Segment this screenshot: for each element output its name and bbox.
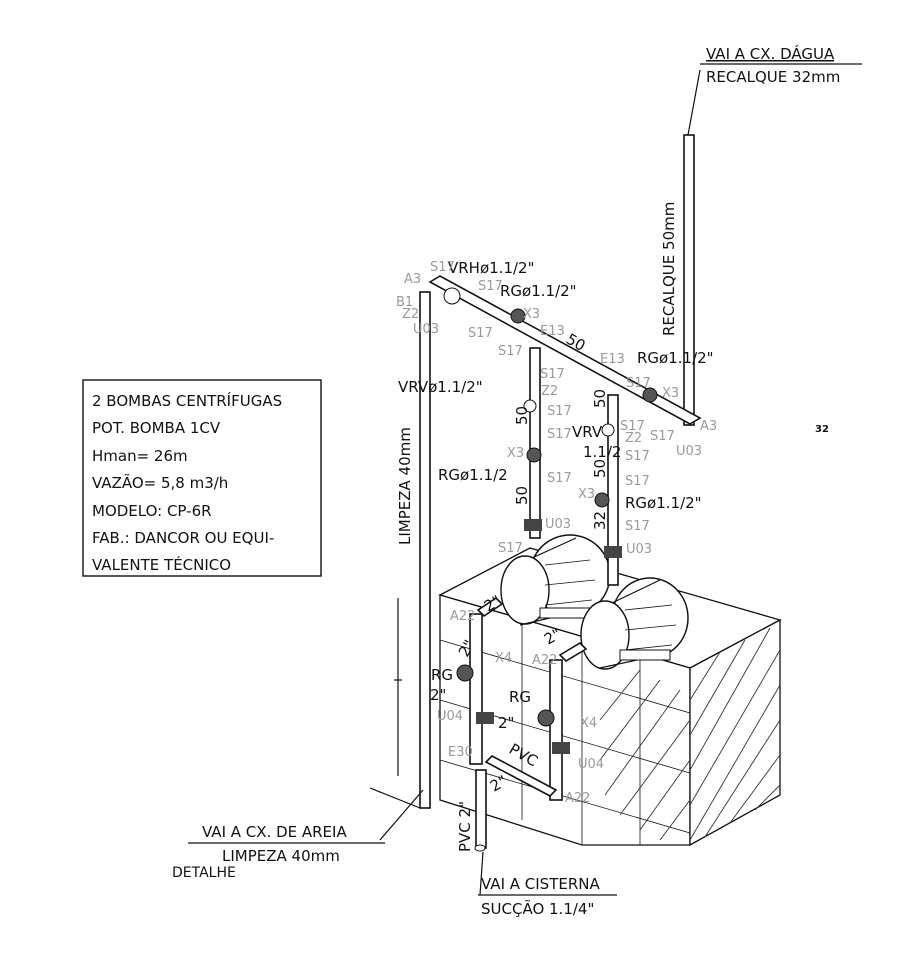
code-s17: S17: [625, 474, 650, 489]
callout-cx-dagua: VAI A CX. DÁGUA: [706, 44, 835, 63]
code-a3-right: A3: [700, 419, 717, 434]
label-rg-left: RGø1.1/2: [438, 466, 508, 484]
pump-2: [580, 577, 689, 670]
code-u03: U03: [413, 322, 439, 337]
pipe-network: [369, 69, 702, 896]
code-s17: S17: [430, 260, 455, 275]
code-s17: S17: [650, 429, 675, 444]
label-rg-low-right: RG: [509, 688, 531, 706]
label-rg-right: RGø1.1/2": [637, 349, 714, 367]
label-d2-b: 2": [541, 625, 564, 649]
valves: [443, 287, 658, 754]
callout-cisterna: VAI A CISTERNA: [481, 875, 600, 893]
code-z2: Z2: [402, 307, 419, 322]
recalque-pipe: [683, 134, 695, 426]
page-number: 32: [815, 424, 829, 435]
code-s17: S17: [468, 326, 493, 341]
code-s17: S17: [620, 419, 645, 434]
code-u03: U03: [676, 444, 702, 459]
code-s17: S17: [498, 344, 523, 359]
code-a22: A22: [532, 653, 557, 668]
spec-line-2: POT. BOMBA 1CV: [92, 419, 221, 437]
spec-box-frame: [82, 379, 322, 577]
label-d2-c: 2": [455, 637, 479, 660]
callout-succao: SUCÇÃO 1.1/4": [481, 899, 594, 918]
code-a22: A22: [565, 791, 590, 806]
label-vrv-right: VRV: [572, 423, 603, 441]
detail-marker: [394, 598, 402, 776]
callout-detalhe: DETALHE: [172, 865, 236, 881]
label-d50-d: 50: [591, 389, 609, 408]
label-d2-d: 2": [430, 686, 446, 704]
code-z2: Z2: [541, 384, 558, 399]
code-s17: S17: [547, 471, 572, 486]
label-d2-f: 2": [487, 772, 510, 796]
callout-limpeza-40: LIMPEZA 40mm: [222, 847, 340, 865]
code-e13: E13: [600, 352, 625, 367]
label-d50-e: 50: [591, 459, 609, 478]
code-s17: S17: [547, 427, 572, 442]
code-s17: S17: [625, 519, 650, 534]
callout-lines: [188, 63, 862, 896]
code-e13: E13: [540, 324, 565, 339]
label-rg-right-low: RGø1.1/2": [625, 494, 702, 512]
spec-line-4: VAZÃO= 5,8 m3/h: [92, 473, 228, 492]
label-vrv-left: VRVø1.1/2": [398, 378, 483, 396]
code-x4: X4: [580, 716, 597, 731]
code-x4: X4: [495, 651, 512, 666]
code-e30: E30: [448, 745, 473, 760]
limpeza-pipe: [419, 291, 431, 809]
label-limpeza-40: LIMPEZA 40mm: [396, 427, 414, 545]
top-header-pipe: [428, 275, 702, 425]
label-d50-c: 50: [513, 486, 531, 505]
code-x3: X3: [507, 446, 524, 461]
callout-cx-areia: VAI A CX. DE AREIA: [202, 823, 347, 841]
code-x3: X3: [578, 487, 595, 502]
label-vrh: VRHø1.1/2": [448, 259, 535, 277]
spec-line-1: 2 BOMBAS CENTRÍFUGAS: [92, 391, 282, 410]
code-u03: U03: [545, 517, 571, 532]
spec-line-3: Hman= 26m: [92, 447, 188, 465]
callout-recalque-32: RECALQUE 32mm: [706, 68, 840, 86]
label-recalque-50: RECALQUE 50mm: [660, 202, 678, 336]
code-a22: A22: [450, 609, 475, 624]
code-x3: X3: [662, 386, 679, 401]
code-x3: X3: [523, 307, 540, 322]
code-a3-top: A3: [404, 272, 421, 287]
pump-base-block: [438, 547, 782, 847]
label-d2-e: 2": [498, 714, 514, 732]
code-z2: Z2: [625, 431, 642, 446]
code-s17: S17: [626, 376, 651, 391]
code-u04: U04: [578, 757, 604, 772]
label-pvc-vert: PVC 2": [456, 801, 474, 852]
pump-1: [500, 534, 611, 626]
code-s17: S17: [625, 449, 650, 464]
label-rg-low-left: RG: [431, 666, 453, 684]
spec-line-5: MODELO: CP-6R: [92, 502, 212, 520]
code-b1: B1: [396, 295, 413, 310]
label-vrv-right-size: 1.1/2: [583, 443, 621, 461]
code-s17: S17: [478, 279, 503, 294]
label-d32: 32: [591, 511, 609, 530]
spec-line-6: FAB.: DANCOR OU EQUI-: [92, 529, 274, 547]
code-s17: S17: [498, 541, 523, 556]
label-d50-b: 50: [513, 406, 531, 425]
spec-box: 2 BOMBAS CENTRÍFUGAS POT. BOMBA 1CV Hman…: [82, 379, 322, 577]
label-rg-top: RGø1.1/2": [500, 282, 577, 300]
spec-line-7: VALENTE TÉCNICO: [92, 555, 231, 574]
code-u04: U04: [437, 709, 463, 724]
code-u03: U03: [626, 542, 652, 557]
code-s17: S17: [547, 404, 572, 419]
code-s17: S17: [540, 367, 565, 382]
label-d2-a: 2": [481, 592, 504, 616]
